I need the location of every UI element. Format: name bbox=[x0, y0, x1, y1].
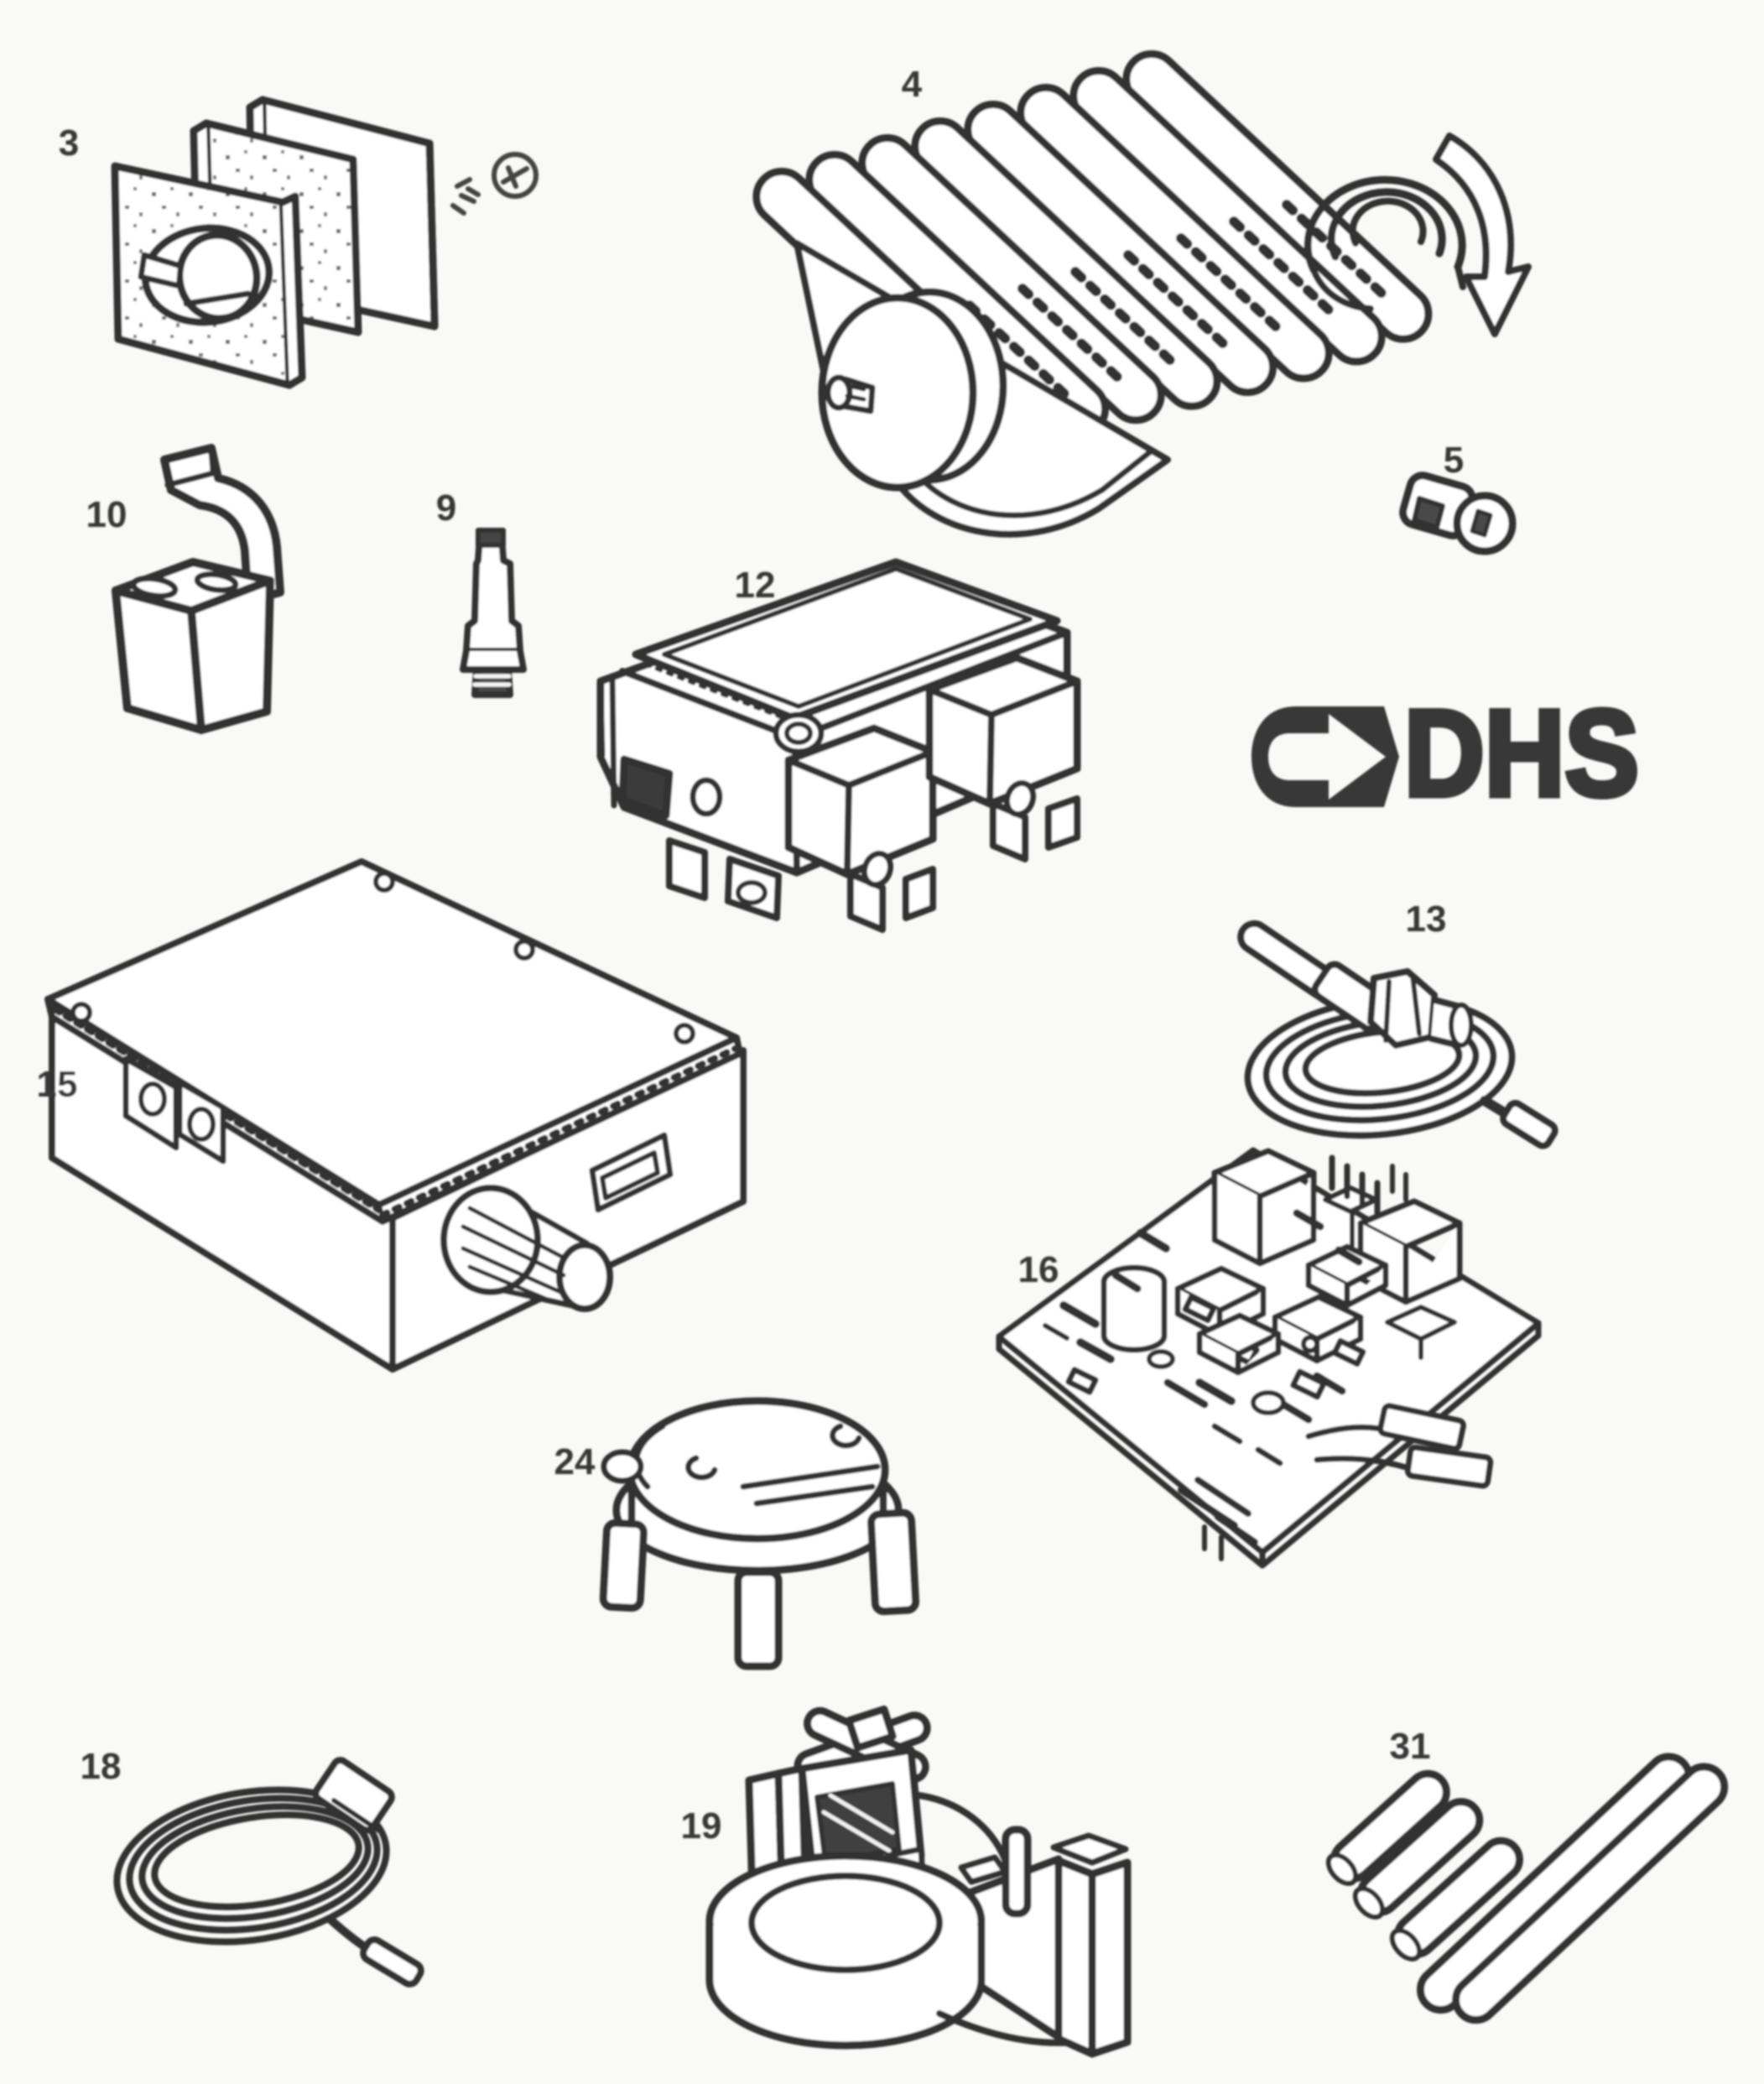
svg-text:DHS: DHS bbox=[1404, 685, 1639, 821]
svg-text:3: 3 bbox=[59, 122, 79, 164]
svg-text:12: 12 bbox=[735, 565, 776, 606]
svg-text:10: 10 bbox=[86, 494, 127, 535]
svg-text:19: 19 bbox=[681, 1805, 722, 1847]
svg-text:18: 18 bbox=[81, 1746, 122, 1787]
svg-text:16: 16 bbox=[1018, 1249, 1059, 1290]
svg-text:9: 9 bbox=[436, 487, 456, 529]
svg-text:5: 5 bbox=[1444, 440, 1464, 481]
svg-text:24: 24 bbox=[554, 1441, 596, 1482]
svg-text:31: 31 bbox=[1390, 1726, 1431, 1767]
svg-text:4: 4 bbox=[902, 64, 923, 105]
svg-text:13: 13 bbox=[1406, 899, 1447, 940]
svg-text:15: 15 bbox=[37, 1064, 78, 1105]
